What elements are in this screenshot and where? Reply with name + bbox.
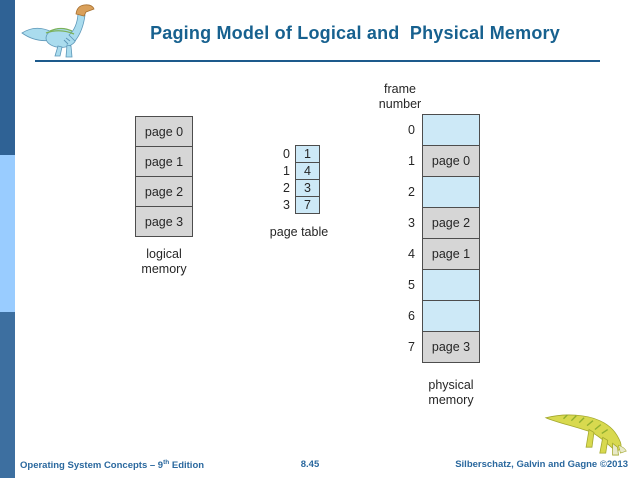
page-table-cell: 7 (295, 196, 320, 214)
page-table-row: 3 7 (276, 196, 320, 214)
frame-number: 2 (408, 185, 415, 199)
frame-cell (422, 176, 480, 208)
frame-number-header: frame number (378, 82, 422, 111)
page-table-row: 0 1 (276, 145, 320, 163)
page-table-index: 2 (283, 181, 290, 195)
slide-title: Paging Model of Logical and Physical Mem… (150, 23, 560, 43)
frame-number: 5 (408, 278, 415, 292)
title-underline (35, 60, 600, 62)
footer-book-title: Operating System Concepts – 9th Edition (20, 459, 205, 472)
page-table-row: 1 4 (276, 162, 320, 180)
frame-number: 0 (408, 123, 415, 137)
logical-memory-cell: page 2 (135, 176, 193, 207)
frame-cell (422, 114, 480, 146)
page-table-index: 3 (283, 198, 290, 212)
frame-number: 1 (408, 154, 415, 168)
logical-memory-cell: page 1 (135, 146, 193, 177)
page-table-label: page table (269, 225, 329, 239)
frame-row: 0 (397, 114, 480, 146)
page-table-cell: 3 (295, 179, 320, 197)
frame-row: 5 (397, 269, 480, 301)
frame-cell (422, 269, 480, 301)
logical-memory-cell: page 3 (135, 206, 193, 237)
physical-memory-table: 0 1 page 0 2 3 page 2 4 page 1 5 6 7 pag… (397, 114, 480, 363)
page-table-cell: 4 (295, 162, 320, 180)
page-table-row: 2 3 (276, 179, 320, 197)
frame-cell (422, 300, 480, 332)
frame-cell: page 3 (422, 331, 480, 363)
frame-number: 4 (408, 247, 415, 261)
page-table: 0 1 1 4 2 3 3 7 (276, 145, 320, 214)
frame-cell: page 1 (422, 238, 480, 270)
logical-memory-cell: page 0 (135, 116, 193, 147)
frame-number: 7 (408, 340, 415, 354)
sidebar-bottom-band (0, 312, 15, 478)
frame-cell: page 2 (422, 207, 480, 239)
physical-memory-label: physical memory (428, 378, 474, 407)
page-table-cell: 1 (295, 145, 320, 163)
grazing-dinosaur-icon (544, 414, 627, 456)
page-table-index: 0 (283, 147, 290, 161)
sidebar-top-band (0, 0, 15, 155)
frame-cell: page 0 (422, 145, 480, 177)
logical-memory-label: logical memory (141, 247, 187, 276)
frame-row: 7 page 3 (397, 331, 480, 363)
logical-memory-table: page 0 page 1 page 2 page 3 (135, 116, 193, 237)
frame-number: 3 (408, 216, 415, 230)
frame-number: 6 (408, 309, 415, 323)
footer-authors: Silberschatz, Galvin and Gagne ©2013 (455, 459, 628, 470)
dinosaur-logo-icon (21, 4, 95, 58)
frame-row: 6 (397, 300, 480, 332)
sidebar-light-band (0, 155, 15, 312)
frame-row: 2 (397, 176, 480, 208)
page-table-index: 1 (283, 164, 290, 178)
frame-row: 3 page 2 (397, 207, 480, 239)
footer-page-number: 8.45 (300, 459, 320, 470)
frame-row: 4 page 1 (397, 238, 480, 270)
frame-row: 1 page 0 (397, 145, 480, 177)
